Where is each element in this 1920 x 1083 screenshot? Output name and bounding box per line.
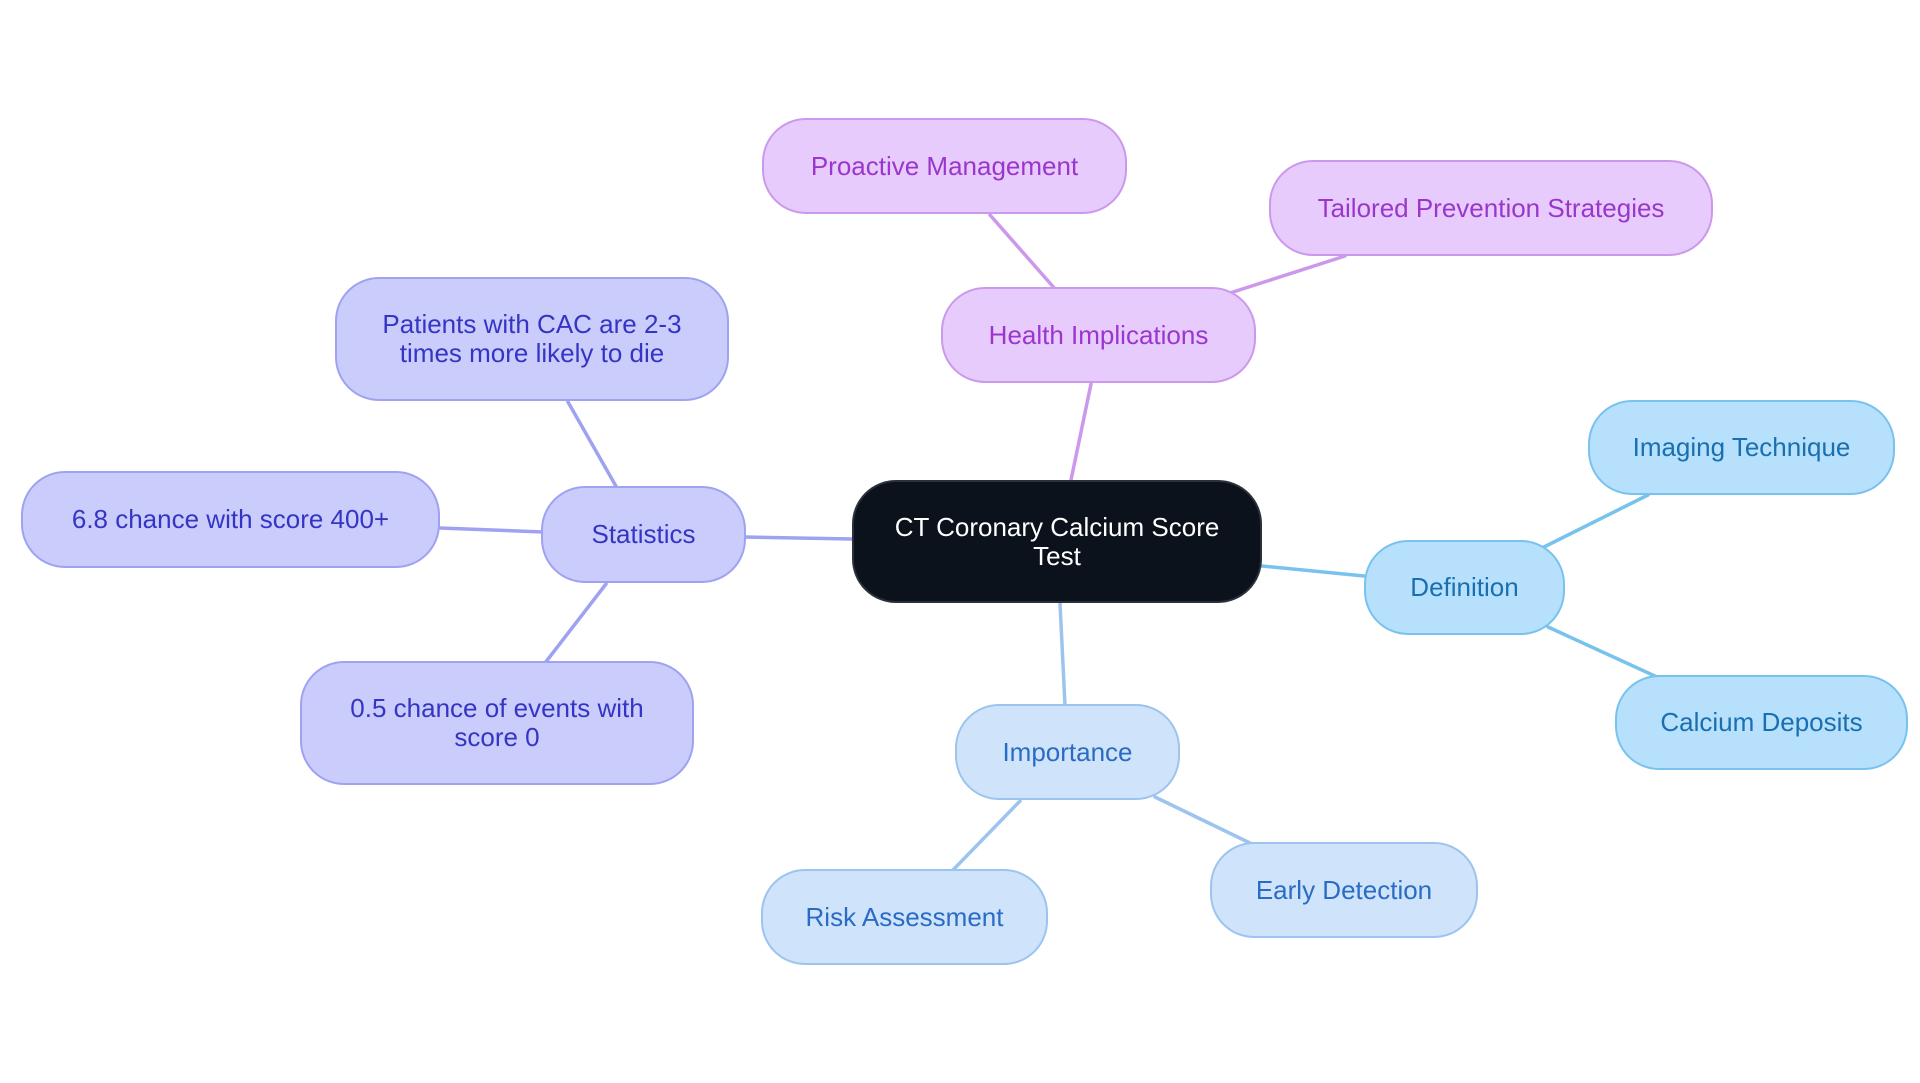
definition-calcium-deposits[interactable]: Calcium Deposits <box>1615 675 1908 770</box>
statistics-score-400[interactable]: 6.8 chance with score 400+ <box>21 471 440 568</box>
importance-risk-assessment[interactable]: Risk Assessment <box>761 869 1048 965</box>
definition-imaging-technique[interactable]: Imaging Technique <box>1588 400 1895 495</box>
edge-statistics-patients <box>566 400 619 490</box>
statistics-patients-cac[interactable]: Patients with CAC are 2-3 times more lik… <box>335 277 729 401</box>
importance-early-detection[interactable]: Early Detection <box>1210 842 1478 938</box>
edge-importance-early <box>1153 795 1254 846</box>
health-tailored-prevention[interactable]: Tailored Prevention Strategies <box>1269 160 1713 256</box>
edge-health-proactive <box>988 213 1058 292</box>
edge-root-statistics <box>742 535 854 541</box>
edge-definition-imaging <box>1540 493 1650 550</box>
edge-root-health <box>1069 382 1093 482</box>
edge-health-tailored <box>1228 254 1347 295</box>
branch-health-implications[interactable]: Health Implications <box>941 287 1256 383</box>
edge-importance-risk <box>950 799 1022 873</box>
edge-root-importance <box>1058 601 1067 708</box>
branch-definition[interactable]: Definition <box>1364 540 1565 635</box>
root-node[interactable]: CT Coronary Calcium Score Test <box>852 480 1262 603</box>
edge-root-definition <box>1260 564 1366 578</box>
branch-statistics[interactable]: Statistics <box>541 486 746 583</box>
edge-statistics-05 <box>543 582 608 665</box>
statistics-score-0[interactable]: 0.5 chance of events with score 0 <box>300 661 694 785</box>
edge-definition-calcium <box>1546 625 1659 679</box>
edge-statistics-68 <box>438 526 545 534</box>
branch-importance[interactable]: Importance <box>955 704 1180 800</box>
health-proactive-management[interactable]: Proactive Management <box>762 118 1127 214</box>
